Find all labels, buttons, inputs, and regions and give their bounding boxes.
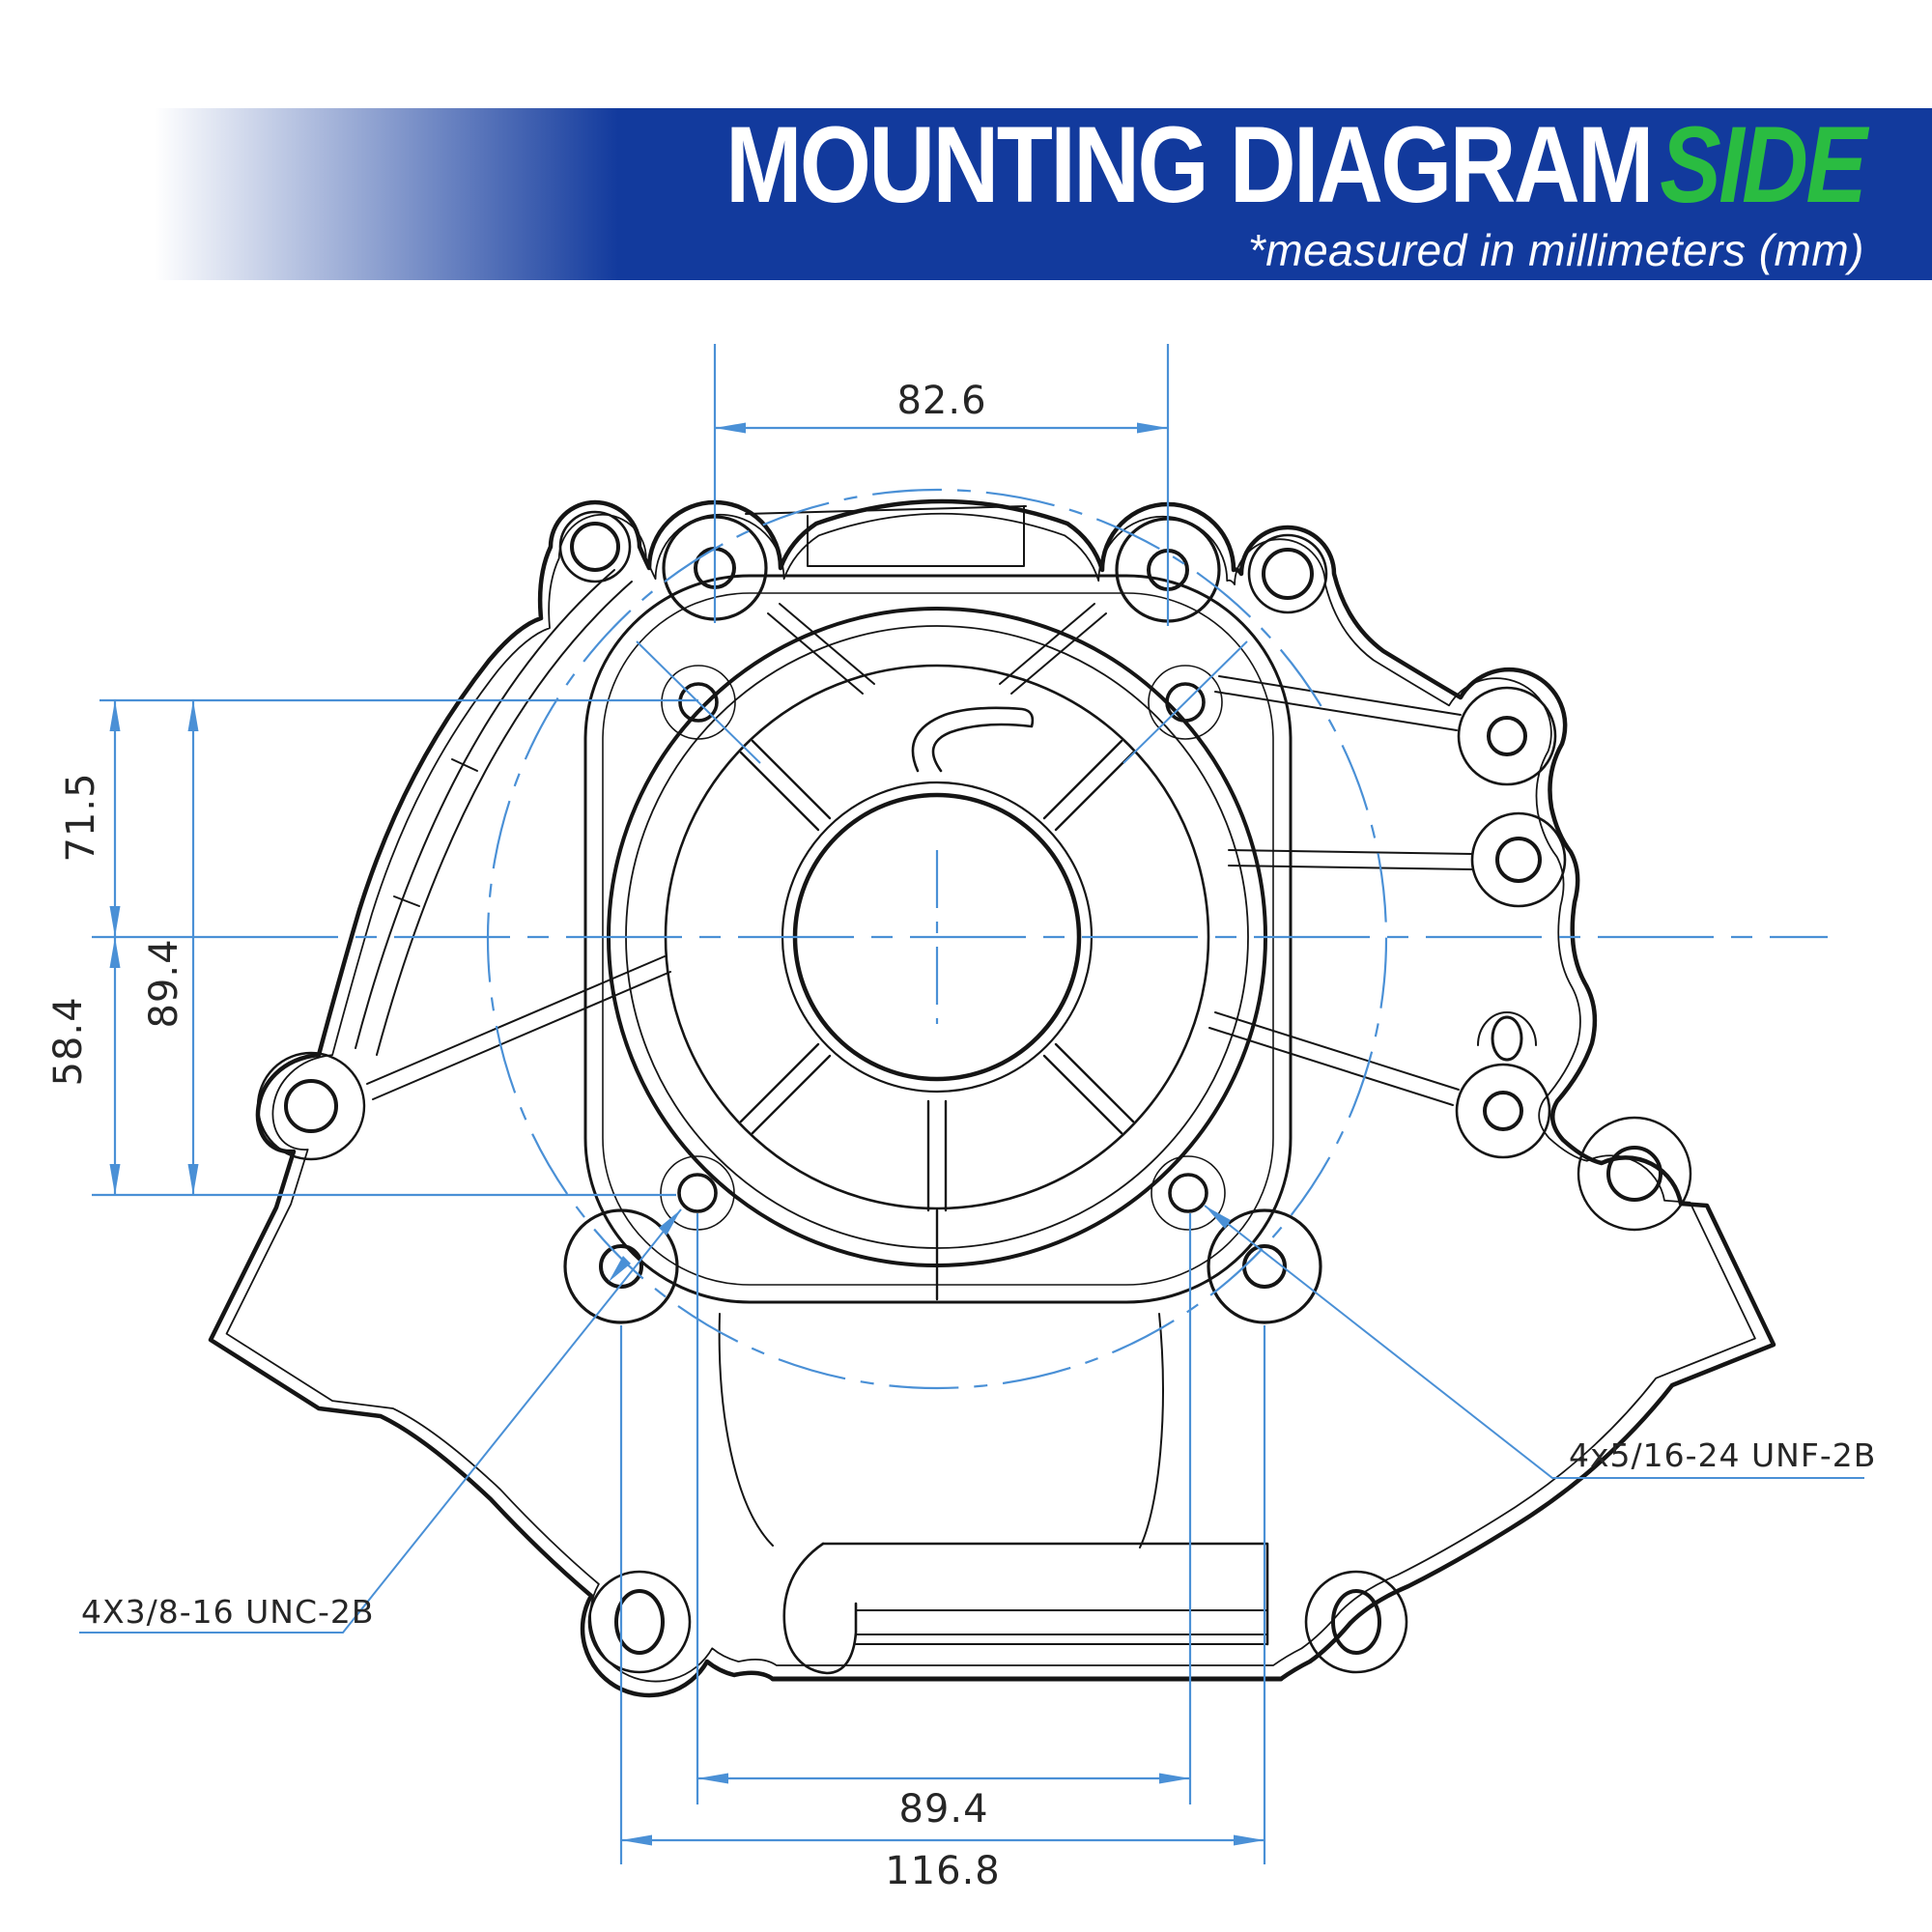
outer-ribs <box>366 675 1473 1548</box>
dim-left-overall: 89.4 <box>142 938 186 1028</box>
left-rib-band <box>355 569 633 1056</box>
flange-holes <box>660 665 1226 1231</box>
dim-left-upper: 71.5 <box>59 772 103 862</box>
hook-detail <box>911 706 1035 773</box>
far-left-boss <box>558 510 632 583</box>
left-ear <box>256 1051 366 1161</box>
leader-lines <box>79 1205 1864 1634</box>
thread-label-unf: 4x5/16-24 UNF-2B <box>1569 1436 1876 1474</box>
thread-label-unc: 4X3/8-16 UNC-2B <box>81 1593 375 1631</box>
bolt-circle <box>486 488 1388 1390</box>
title-accent: SIDE <box>1660 104 1867 226</box>
dim-bottom-outer: 116.8 <box>885 1849 1001 1893</box>
page-title: MOUNTING DIAGRAMSIDE <box>725 111 1867 219</box>
leader-unf <box>1204 1205 1864 1479</box>
centerlines <box>92 488 1828 1390</box>
extension-lines <box>92 344 1266 1864</box>
lower-left-boss <box>563 1208 679 1324</box>
engine-line-art <box>208 498 1776 1698</box>
flange-hole-centermark-tl <box>636 640 761 764</box>
right-bosses <box>1455 686 1692 1232</box>
crankcase-outline <box>208 498 1776 1698</box>
crankcase-inner-wall <box>225 512 1756 1683</box>
header-banner: MOUNTING DIAGRAMSIDE *measured in millim… <box>0 108 1932 280</box>
dim-left-lower: 58.4 <box>46 996 91 1086</box>
header-content: MOUNTING DIAGRAMSIDE *measured in millim… <box>525 108 1867 280</box>
leader-unc <box>79 1208 682 1634</box>
title-main: MOUNTING DIAGRAM <box>724 104 1654 226</box>
dim-top-width: 82.6 <box>896 379 986 423</box>
dim-bottom-inner: 89.4 <box>898 1787 988 1832</box>
dimension-texts: 82.6 71.5 89.4 58.4 89.4 116.8 4X3/8-16 … <box>46 379 1876 1893</box>
flange-hole-centermark-tr <box>1122 640 1248 764</box>
title-subtitle: *measured in millimeters (mm) <box>1247 224 1864 275</box>
bottom-rail <box>587 1542 1408 1682</box>
bell-ribs <box>739 739 1135 1301</box>
dimension-arrows <box>109 422 1264 1846</box>
bell-flange <box>583 574 1293 1304</box>
dimension-layer: 82.6 71.5 89.4 58.4 89.4 116.8 4X3/8-16 … <box>46 344 1876 1893</box>
dimension-lines <box>113 426 1264 1842</box>
far-right-boss <box>1247 533 1328 614</box>
